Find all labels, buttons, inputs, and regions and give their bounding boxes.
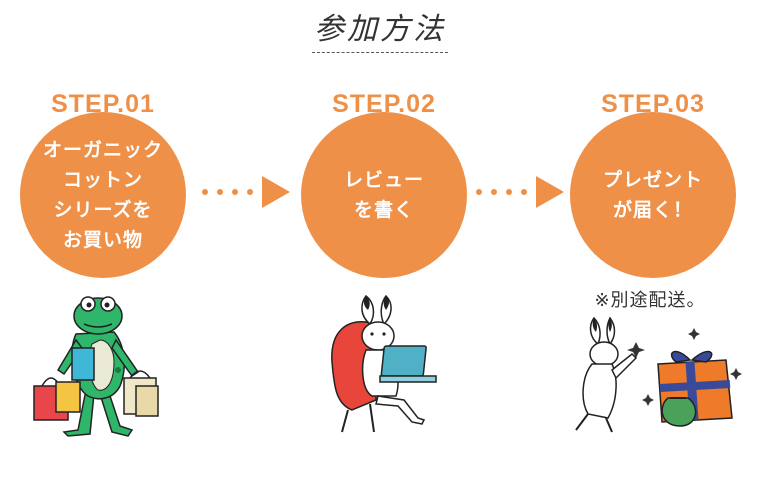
arrow-connector-1 [196,172,296,212]
arrow-connector-2 [470,172,570,212]
step-3-line: が届く！ [612,199,693,221]
step-1-line: シリーズを [53,199,153,221]
rabbit-laptop-icon [331,294,437,433]
step-3-circle: プレゼント が届く！ [570,112,736,278]
page-title: 参加方法 [314,12,446,47]
step-1-line: コットン [62,169,143,191]
dot [521,189,527,195]
dot [476,189,482,195]
frog-shopping-icon [33,296,159,437]
step-2-circle: レビュー を書く [301,112,467,278]
step-3: STEP.03 プレゼント が届く！ [570,90,736,278]
dot [202,189,208,195]
step-2-line: レビュー [343,169,424,191]
step-1: STEP.01 オーガニック コットン シリーズを お買い物 [20,90,186,278]
title-underline [312,52,448,53]
arrow-right-icon [536,176,564,208]
rabbit-gift-icon [575,316,742,433]
dot [491,189,497,195]
step-3-line: プレゼント [602,169,703,191]
dot [232,189,238,195]
arrow-right-icon [262,176,290,208]
dot [217,189,223,195]
separate-delivery-note: ※別途配送。 [594,290,706,311]
step-1-circle: オーガニック コットン シリーズを お買い物 [20,112,186,278]
step-2-line: を書く [353,199,414,221]
step-2: STEP.02 レビュー を書く [301,90,467,278]
step-1-line: お買い物 [62,229,143,251]
step-1-line: オーガニック [42,139,163,161]
dot [506,189,512,195]
dot [247,189,253,195]
